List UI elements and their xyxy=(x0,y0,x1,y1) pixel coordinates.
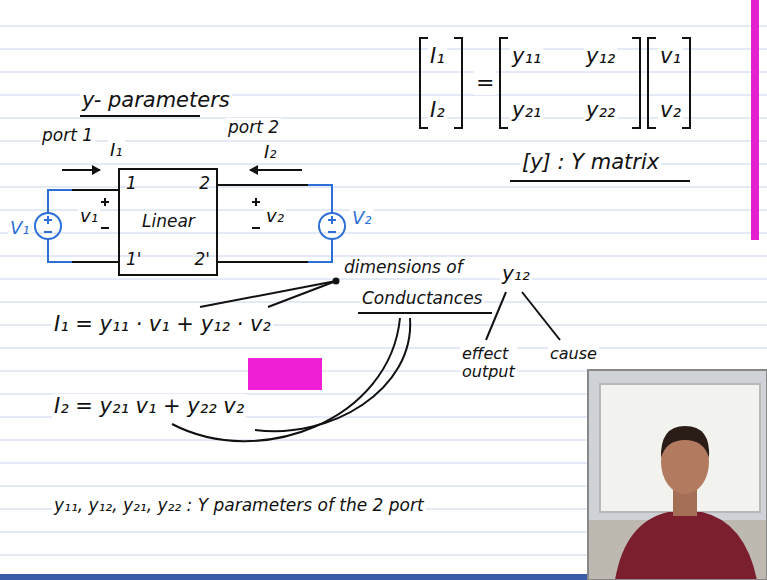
underline xyxy=(358,312,492,314)
matrix-bracket xyxy=(454,38,462,128)
port-name: port 2 xyxy=(226,118,281,138)
port-wire xyxy=(72,185,308,262)
vector-entry: I₁ xyxy=(428,44,447,68)
leader-dot xyxy=(333,278,340,285)
equation: I₁ = y₁₁ · v₁ + y₁₂ · v₂ xyxy=(52,312,273,336)
voltage-source xyxy=(35,185,345,262)
polarity-mark xyxy=(252,227,260,229)
terminal-number: 1' xyxy=(126,250,142,270)
parameter-name: y₁₂ xyxy=(500,262,532,285)
port-wire xyxy=(218,261,308,263)
ruled-line xyxy=(0,26,767,27)
polarity-mark xyxy=(252,198,260,206)
voltage-source xyxy=(308,239,332,262)
matrix-entry: y₂₂ xyxy=(584,98,617,122)
port-wire xyxy=(218,184,308,186)
equals-sign: = xyxy=(474,70,496,95)
matrix-entry: y₂₁ xyxy=(510,98,543,122)
current-arrow xyxy=(62,169,100,171)
vector-entry: v₁ xyxy=(658,44,683,68)
voltage-source xyxy=(328,216,336,224)
voltage-source xyxy=(35,213,61,239)
voltage-source xyxy=(48,239,72,262)
note: effect output xyxy=(460,345,517,382)
webcam-inset xyxy=(588,370,767,580)
source-name: V₁ xyxy=(8,218,32,239)
ruled-line xyxy=(0,233,767,234)
matrix-bracket xyxy=(420,38,690,128)
voltage-name: v₂ xyxy=(264,206,286,227)
ruled-line xyxy=(0,256,767,257)
two-port-box: 1 2Linear1' 2' xyxy=(118,168,218,276)
port-name: port 1 xyxy=(40,126,95,146)
voltage-name: v₁ xyxy=(78,206,100,227)
leader-line xyxy=(172,318,400,441)
matrix-bracket xyxy=(420,38,428,128)
port-wire xyxy=(72,189,118,191)
current-arrow xyxy=(250,169,302,171)
equation: I₂ = y₂₁ v₁ + y₂₂ v₂ xyxy=(52,394,246,418)
underline xyxy=(80,116,690,313)
leader-line xyxy=(486,292,506,340)
highlight-bar xyxy=(751,0,759,240)
voltage-source xyxy=(328,231,336,233)
note: Conductances xyxy=(360,289,484,309)
voltage-source xyxy=(44,216,52,224)
leader-line xyxy=(200,281,336,307)
polarity-mark xyxy=(101,198,109,206)
vector-entry: I₂ xyxy=(428,98,447,122)
underline xyxy=(510,180,690,182)
webcam-inset xyxy=(600,384,760,512)
port-wire xyxy=(72,261,118,263)
current-name: I₂ xyxy=(262,142,279,163)
note: dimensions of xyxy=(342,258,465,278)
polarity-mark xyxy=(101,227,109,229)
webcam-inset xyxy=(661,426,709,458)
underline xyxy=(80,115,200,117)
matrix-bracket xyxy=(500,38,508,128)
voltage-source xyxy=(308,185,332,213)
matrix-bracket xyxy=(648,38,656,128)
ruled-line xyxy=(0,279,767,280)
voltage-source xyxy=(44,231,52,233)
leader-line xyxy=(255,318,410,431)
ruled-line xyxy=(0,187,767,188)
matrix-entry: y₁₁ xyxy=(510,44,543,68)
matrix-entry: y₁₂ xyxy=(584,44,617,68)
webcam-inset xyxy=(615,512,757,580)
voltage-source xyxy=(48,190,72,213)
terminal-number: 1 xyxy=(126,174,137,194)
webcam-inset xyxy=(588,370,767,580)
highlight-box xyxy=(248,358,322,390)
ruled-line xyxy=(0,118,767,119)
terminal-number: 2 xyxy=(199,174,210,194)
note: y₁₁, y₁₂, y₂₁, y₂₂ : Y parameters of the… xyxy=(52,496,426,516)
ruled-line xyxy=(0,210,767,211)
note: cause xyxy=(548,345,599,363)
vector-entry: v₂ xyxy=(658,98,683,122)
ruled-lines xyxy=(0,26,767,555)
leader-line xyxy=(522,292,560,340)
source-name: V₂ xyxy=(350,208,374,229)
matrix-name: [y] : Y matrix xyxy=(520,150,661,174)
ruled-line xyxy=(0,348,767,349)
ruled-line xyxy=(0,49,767,50)
box-label: Linear xyxy=(142,212,195,232)
webcam-inset xyxy=(588,370,767,580)
voltage-source xyxy=(319,213,345,239)
heading: y- parameters xyxy=(80,88,232,112)
leader-line xyxy=(268,281,336,307)
matrix-bracket xyxy=(682,38,690,128)
current-name: I₁ xyxy=(108,140,125,161)
ruled-line xyxy=(0,72,767,73)
terminal-number: 2' xyxy=(195,250,211,270)
matrix-bracket xyxy=(632,38,640,128)
